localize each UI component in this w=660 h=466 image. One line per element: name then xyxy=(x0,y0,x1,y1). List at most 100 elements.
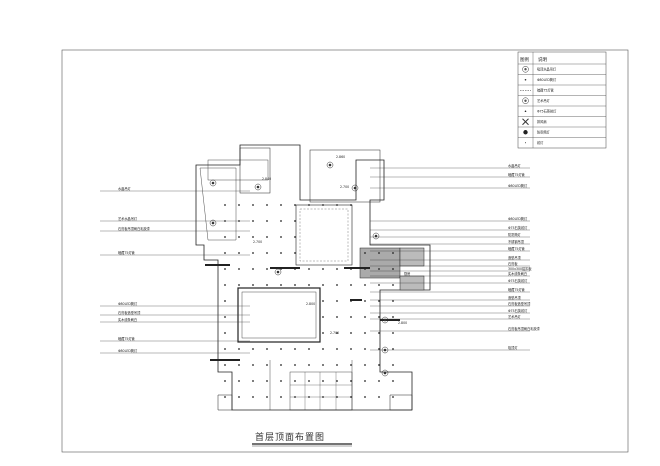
downlight-icon xyxy=(266,268,268,270)
downlight-icon xyxy=(252,268,254,270)
downlight-icon xyxy=(266,284,268,286)
annotation-label-right: 水晶吊灯 xyxy=(508,163,522,168)
downlight-icon xyxy=(266,364,268,366)
annotation-label-left: 实木线条刷白 xyxy=(118,317,137,322)
downlight-icon xyxy=(266,396,268,398)
legend-label: Φ80LED筒灯 xyxy=(537,77,557,82)
drawing-title: 首层顶面布置图 xyxy=(255,431,325,443)
downlight-icon xyxy=(350,284,352,286)
downlight-icon xyxy=(350,396,352,398)
chandelier-icon xyxy=(254,183,262,191)
downlight-icon xyxy=(238,380,240,382)
downlight-icon xyxy=(322,300,324,302)
downlight-icon xyxy=(280,284,282,286)
downlight-icon xyxy=(322,348,324,350)
downlight-icon xyxy=(308,364,310,366)
downlight-icon xyxy=(266,252,268,254)
downlight-icon xyxy=(238,236,240,238)
downlight-icon xyxy=(378,300,380,302)
light-fixtures xyxy=(209,161,394,398)
downlight-icon xyxy=(294,348,296,350)
legend-label: 防雾筒灯 xyxy=(537,129,551,134)
downlight-icon xyxy=(252,380,254,382)
downlight-icon xyxy=(364,284,366,286)
crystal-chandelier-icon xyxy=(522,66,529,73)
downlight-icon xyxy=(392,396,394,398)
downlight-icon xyxy=(252,396,254,398)
annotation-label-right: Φ75石英射灯 xyxy=(508,225,528,230)
solid-circle-icon xyxy=(523,130,528,135)
downlight-icon xyxy=(224,268,226,270)
downlight-icon xyxy=(364,364,366,366)
annotation-label-right: 暗藏T5灯管 xyxy=(508,246,525,251)
downlight-icon xyxy=(308,348,310,350)
downlight-icon xyxy=(392,348,394,350)
downlight-icon xyxy=(392,316,394,318)
downlight-icon xyxy=(280,364,282,366)
downlight-icon xyxy=(266,348,268,350)
downlight-icon xyxy=(364,268,366,270)
downlight-icon xyxy=(238,284,240,286)
downlight-icon xyxy=(238,396,240,398)
downlight-icon xyxy=(378,396,380,398)
annotation-label-right: 艺术吊灯 xyxy=(508,314,522,319)
downlight-icon xyxy=(364,252,366,254)
downlight-icon xyxy=(238,364,240,366)
annotation-label-right: 实木线条刷白 xyxy=(508,271,527,276)
annotation-label-left: 水晶吊灯 xyxy=(118,186,132,191)
downlight-icon xyxy=(252,348,254,350)
downlight-icon xyxy=(308,380,310,382)
downlight-icon xyxy=(294,364,296,366)
downlight-icon xyxy=(308,268,310,270)
annotation-label-left: 暗藏T5灯管 xyxy=(118,336,135,341)
downlight-icon xyxy=(294,380,296,382)
chandelier-icon xyxy=(351,184,359,192)
annotation-label-left: 艺术水晶吊灯 xyxy=(118,216,138,221)
dimension-label: 2.840 xyxy=(262,177,271,181)
downlight-icon xyxy=(336,396,338,398)
dimension-label: 2.860 xyxy=(336,155,345,159)
downlight-icon xyxy=(224,300,226,302)
downlight-icon xyxy=(336,300,338,302)
downlight-icon xyxy=(336,348,338,350)
annotation-label-right: 300x300铝扣板 xyxy=(508,266,532,271)
downlight-icon xyxy=(280,268,282,270)
downlight-icon xyxy=(378,268,380,270)
downlight-icon xyxy=(336,316,338,318)
downlight-icon xyxy=(322,316,324,318)
downlight-icon xyxy=(336,364,338,366)
annotation-label-right: 暗藏T5灯管 xyxy=(508,287,525,292)
downlight-icon xyxy=(364,316,366,318)
downlight-icon xyxy=(294,252,296,254)
downlight-icon xyxy=(252,204,254,206)
chandelier-icon xyxy=(381,316,389,324)
legend-header-desc: 说明 xyxy=(538,56,547,63)
downlight-icon xyxy=(224,380,226,382)
downlight-icon xyxy=(224,284,226,286)
legend-label: 排风扇 xyxy=(537,119,547,124)
downlight-icon xyxy=(252,220,254,222)
downlight-icon xyxy=(392,268,394,270)
downlight-icon xyxy=(294,204,296,206)
annotation-label-right: Φ75石英射灯 xyxy=(508,308,528,313)
downlight-icon xyxy=(308,396,310,398)
downlight-icon xyxy=(364,380,366,382)
downlight-icon xyxy=(280,396,282,398)
downlight-icon xyxy=(224,236,226,238)
downlight-icon xyxy=(266,220,268,222)
downlight-icon xyxy=(392,332,394,334)
annotation-label-right: 不锈钢吊顶 xyxy=(508,239,525,244)
legend-label: 艺术吊灯 xyxy=(537,98,551,103)
downlight-icon xyxy=(336,332,338,334)
dimension-label: 2.700 xyxy=(340,185,349,189)
downlight-icon xyxy=(294,268,296,270)
dimension-label: 2.700 xyxy=(253,240,262,244)
downlight-icon xyxy=(252,364,254,366)
downlight-icon xyxy=(266,236,268,238)
annotation-label-right: 石膏板吊顶刷白乳胶漆 xyxy=(508,326,541,331)
annotation-label-right: 吸顶灯 xyxy=(508,345,518,350)
annotation-label-left: 石膏板造型吊顶 xyxy=(118,310,141,315)
downlight-icon xyxy=(294,284,296,286)
drawing-frame xyxy=(61,49,629,453)
annotation-label-left: Φ80LED筒灯 xyxy=(118,348,138,353)
